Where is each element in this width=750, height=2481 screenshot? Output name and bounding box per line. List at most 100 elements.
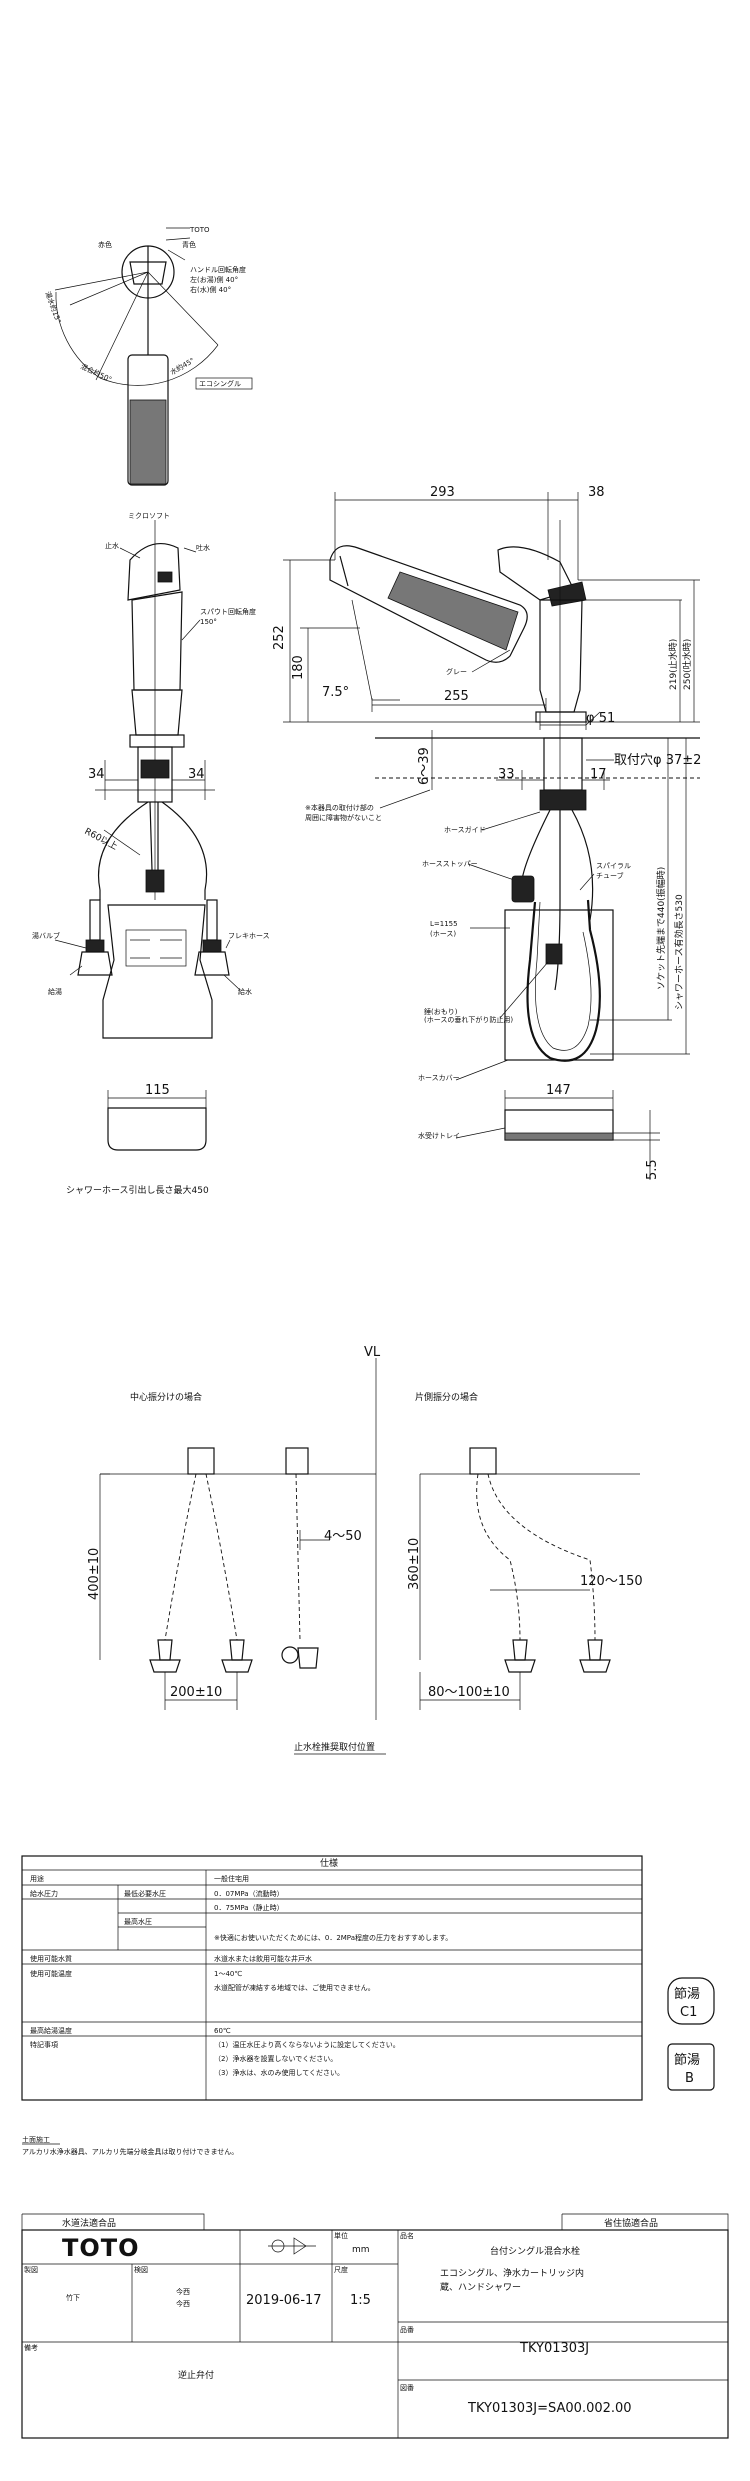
long-dims <box>667 738 687 1054</box>
label-spiral: スパイラル <box>596 862 631 870</box>
label-center: 中心振分けの場合 <box>130 1391 202 1403</box>
spec-k-7: 最高給湯温度 <box>30 2026 72 2035</box>
spout-top <box>127 354 169 486</box>
label-l: L=1155 <box>430 920 458 928</box>
label-mix-angle: 混合約50° <box>79 362 113 384</box>
spec-v-9: （2）浄水器を設置しないでください。 <box>214 2054 337 2063</box>
side-hoses <box>476 1473 596 1641</box>
title-h-lines <box>22 2263 728 2381</box>
label-weight: 錘(おもり) <box>424 1007 458 1016</box>
hose-center <box>149 801 159 871</box>
label-water-angle: 水約45° <box>169 356 196 377</box>
spout-grey-band <box>129 399 167 485</box>
dim-293: 293 <box>430 485 455 500</box>
side-dim-33-17 <box>496 770 610 790</box>
side-angle-lines <box>351 599 400 701</box>
side-dim-ext-top <box>334 492 579 580</box>
front-box-window <box>125 929 187 967</box>
dim-34-left: 34 <box>88 767 105 782</box>
dim-80: 80～100±10 <box>428 1685 510 1700</box>
unit-value: mm <box>352 2245 370 2255</box>
side-valve-bodies <box>504 1659 611 1673</box>
dim-250: 250(吐水時) <box>681 639 693 690</box>
label-r60: R60以上 <box>83 826 120 852</box>
cover-leader <box>455 1059 509 1081</box>
spec-v-0: 一般住宅用 <box>214 1874 249 1883</box>
dim-115-line <box>107 1090 207 1108</box>
title-header-boxes <box>21 2213 729 2230</box>
desc-line1: エコシングル、浄水カートリッジ内 <box>440 2267 584 2279</box>
hose-right <box>161 801 208 900</box>
front-flange <box>129 734 185 748</box>
side-hose-c <box>571 809 594 921</box>
note-text: アルカリ水浄水器具、アルカリ先端分岐金具は取り付けできません。 <box>22 2147 238 2156</box>
hose-stopper-leader <box>467 863 521 883</box>
dim-51: φ 51 <box>586 711 615 726</box>
side-dim-ext-right <box>578 579 700 723</box>
handle-lever <box>129 261 167 285</box>
label-tray: 水受けトレイ <box>418 1131 460 1140</box>
label-tube: チューブ <box>596 871 624 880</box>
side-shank <box>543 737 583 791</box>
title-block: 水道法適合品 省住協適合品 TOTO 単位 mm 品名 台付シングル混合水栓 エ… <box>21 2213 729 2439</box>
side-80-line <box>419 1672 521 1710</box>
checker-b: 今西 <box>176 2299 190 2308</box>
side-hose-a <box>521 809 551 881</box>
spec-k-1: 給水圧力 <box>30 1889 58 1898</box>
front-view: ミクロソフト 止水 吐水 スパウト回転角度 150° 34 34 R60以上 湯… <box>32 512 270 1196</box>
remark-label: 備考 <box>24 2343 38 2352</box>
hose-loop-inner <box>535 901 592 1051</box>
label-note-a: ※本器具の取付け部の <box>305 803 374 812</box>
dim-17: 17 <box>590 767 607 782</box>
side-view: 293 38 252 180 7.5° 255 グレー 219(止水時) 250… <box>272 485 701 1180</box>
cold-valve <box>202 939 222 953</box>
label-hose-guide: ホースガイド <box>444 825 486 834</box>
spec-k-4: 使用可能水質 <box>30 1954 72 1963</box>
center-faucet-base <box>187 1447 215 1475</box>
note-leader <box>379 789 431 809</box>
drafter: 竹下 <box>66 2293 80 2302</box>
spec-k-5: 使用可能温度 <box>30 1969 72 1978</box>
front-handle-mark <box>157 571 173 583</box>
dim-200: 200±10 <box>170 1685 222 1700</box>
front-base <box>131 689 183 736</box>
label-gray: グレー <box>446 667 467 676</box>
dim-6-39: 6～39 <box>417 747 432 785</box>
spec-k2-1: 最低必要水圧 <box>124 1889 166 1898</box>
dim-38: 38 <box>588 485 605 500</box>
dim-33: 33 <box>498 767 515 782</box>
dim-219: 219(止水時) <box>667 639 679 690</box>
badge-c1-b: C1 <box>680 2005 697 2020</box>
dim-hole: 取付穴φ 37±2 <box>614 753 701 768</box>
label-hot-valve: 湯バルブ <box>32 931 60 940</box>
drafter-label: 製図 <box>24 2265 38 2274</box>
left-header: 水道法適合品 <box>62 2217 116 2229</box>
valve-leaders <box>54 939 241 991</box>
title-v-lines <box>131 2230 399 2438</box>
spec-v-10: （3）浄水は、水のみ使用してください。 <box>214 2068 344 2077</box>
side-flange <box>535 711 587 723</box>
label-hot-angle: 湯水約15° <box>43 290 63 324</box>
mix-arc <box>99 344 219 386</box>
mid-4-50-line <box>299 1530 330 1550</box>
label-eco: エコシングル <box>199 379 241 388</box>
spec-col-lines <box>117 1870 207 2100</box>
tray-leader <box>455 1127 506 1139</box>
mid-hose <box>295 1473 301 1641</box>
label-red: 赤色 <box>98 240 112 249</box>
label-toto: TOTO <box>189 226 210 234</box>
side-dim-255 <box>371 698 547 712</box>
number-label: 品番 <box>400 2326 414 2334</box>
spec-v-1: 0．07MPa（流動時） <box>214 1889 284 1898</box>
cold-pipe <box>206 899 218 941</box>
name-label: 品名 <box>400 2231 414 2240</box>
front-handle <box>127 542 181 601</box>
side-faucet-base <box>469 1447 497 1475</box>
dim-7-5: 7.5° <box>322 685 349 700</box>
box-ticks <box>130 939 182 959</box>
dim-400: 400±10 <box>87 1548 102 1600</box>
side-spout-grey <box>387 571 519 651</box>
label-spout-angle: 150° <box>200 618 217 626</box>
long-dim-ext <box>586 737 690 1055</box>
spiral-leader <box>579 873 595 891</box>
